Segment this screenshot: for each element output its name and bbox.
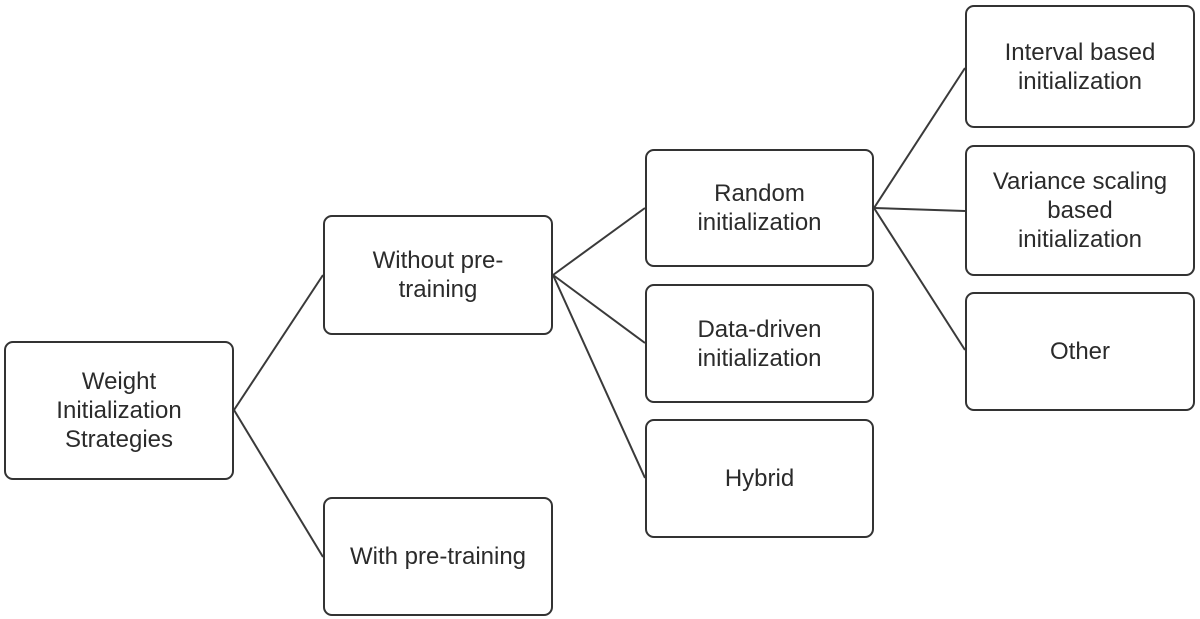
edge-root-to-with-pretraining <box>233 409 324 558</box>
edge-without-to-data-driven <box>552 274 646 344</box>
node-label: Variance scaling based initialization <box>992 168 1168 253</box>
node-label: With pre-training <box>349 543 527 570</box>
node-variance-scaling-based-initialization: Variance scaling based initialization <box>965 145 1195 276</box>
edge-random-to-variance <box>873 207 966 212</box>
node-label: Weight Initialization Strategies <box>56 368 182 453</box>
node-other: Other <box>965 292 1195 411</box>
edge-random-to-interval <box>873 67 966 209</box>
node-label: Hybrid <box>724 465 795 492</box>
node-label: Interval based initialization <box>1004 38 1156 95</box>
node-with-pretraining: With pre-training <box>323 497 553 616</box>
node-interval-based-initialization: Interval based initialization <box>965 5 1195 128</box>
edge-root-to-without-pretraining <box>233 274 324 411</box>
node-data-driven-initialization: Data-driven initialization <box>645 284 874 403</box>
node-label: Without pre- training <box>372 247 504 303</box>
node-weight-initialization-strategies: Weight Initialization Strategies <box>4 341 234 480</box>
node-label: Other <box>1049 338 1111 365</box>
node-hybrid: Hybrid <box>645 419 874 538</box>
node-random-initialization: Random initialization <box>645 149 874 267</box>
edge-without-to-random <box>552 207 646 276</box>
edge-random-to-other <box>873 207 966 351</box>
node-without-pretraining: Without pre- training <box>323 215 553 335</box>
edge-without-to-hybrid <box>552 274 646 479</box>
node-label: Data-driven initialization <box>697 315 822 372</box>
node-label: Random initialization <box>697 180 822 236</box>
